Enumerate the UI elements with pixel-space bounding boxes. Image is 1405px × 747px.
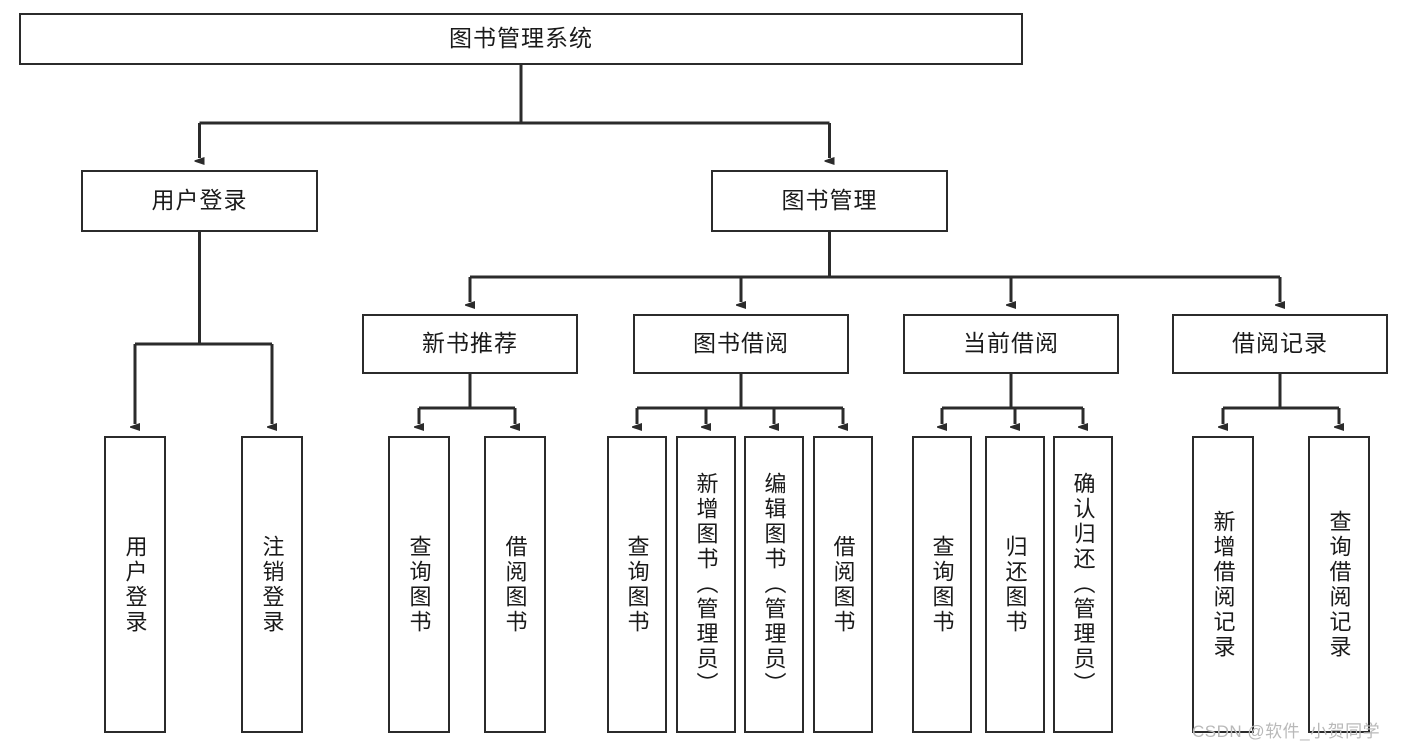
node-new-book-rec[interactable]: 新书推荐	[362, 314, 578, 374]
node-label: 注销登录	[259, 534, 285, 635]
node-label: 查询图书	[929, 534, 955, 635]
node-label: 借阅图书	[830, 534, 856, 635]
node-label: 查询图书	[406, 534, 432, 635]
node-leaf-cb-query-book[interactable]: 查询图书	[912, 436, 972, 733]
csdn-watermark: CSDN @软件_小贺同学	[1192, 722, 1381, 741]
node-leaf-bb-query-book[interactable]: 查询图书	[607, 436, 667, 733]
node-label: 确认归还（管理员）	[1070, 472, 1096, 697]
node-label: 图书借阅	[693, 330, 789, 357]
node-label: 归还图书	[1002, 534, 1028, 635]
node-leaf-bb-edit-book[interactable]: 编辑图书（管理员）	[744, 436, 804, 733]
node-leaf-cb-confirm-return[interactable]: 确认归还（管理员）	[1053, 436, 1113, 733]
node-leaf-br-add-record[interactable]: 新增借阅记录	[1192, 436, 1254, 733]
node-leaf-bb-add-book[interactable]: 新增图书（管理员）	[676, 436, 736, 733]
node-book-manage[interactable]: 图书管理	[711, 170, 948, 232]
node-leaf-cb-return-book[interactable]: 归还图书	[985, 436, 1045, 733]
node-label: 新增图书（管理员）	[693, 472, 719, 697]
node-root[interactable]: 图书管理系统	[19, 13, 1023, 65]
node-borrow-record[interactable]: 借阅记录	[1172, 314, 1388, 374]
node-label: 查询借阅记录	[1326, 509, 1352, 660]
node-label: 查询图书	[624, 534, 650, 635]
node-leaf-user-login[interactable]: 用户登录	[104, 436, 166, 733]
node-label: 新增借阅记录	[1210, 509, 1236, 660]
node-leaf-rec-query-book[interactable]: 查询图书	[388, 436, 450, 733]
node-user-login[interactable]: 用户登录	[81, 170, 318, 232]
node-book-borrow[interactable]: 图书借阅	[633, 314, 849, 374]
node-label: 编辑图书（管理员）	[761, 472, 787, 697]
node-leaf-logout[interactable]: 注销登录	[241, 436, 303, 733]
node-label: 图书管理	[781, 187, 878, 214]
node-label: 当前借阅	[963, 330, 1059, 357]
node-label: 新书推荐	[422, 330, 518, 357]
node-label: 借阅图书	[502, 534, 528, 635]
node-leaf-bb-borrow-book[interactable]: 借阅图书	[813, 436, 873, 733]
node-label: 用户登录	[122, 534, 148, 635]
node-leaf-rec-borrow-book[interactable]: 借阅图书	[484, 436, 546, 733]
node-current-borrow[interactable]: 当前借阅	[903, 314, 1119, 374]
node-label: 用户登录	[151, 187, 248, 214]
node-label: 图书管理系统	[449, 25, 593, 52]
node-leaf-br-query-record[interactable]: 查询借阅记录	[1308, 436, 1370, 733]
node-label: 借阅记录	[1232, 330, 1328, 357]
